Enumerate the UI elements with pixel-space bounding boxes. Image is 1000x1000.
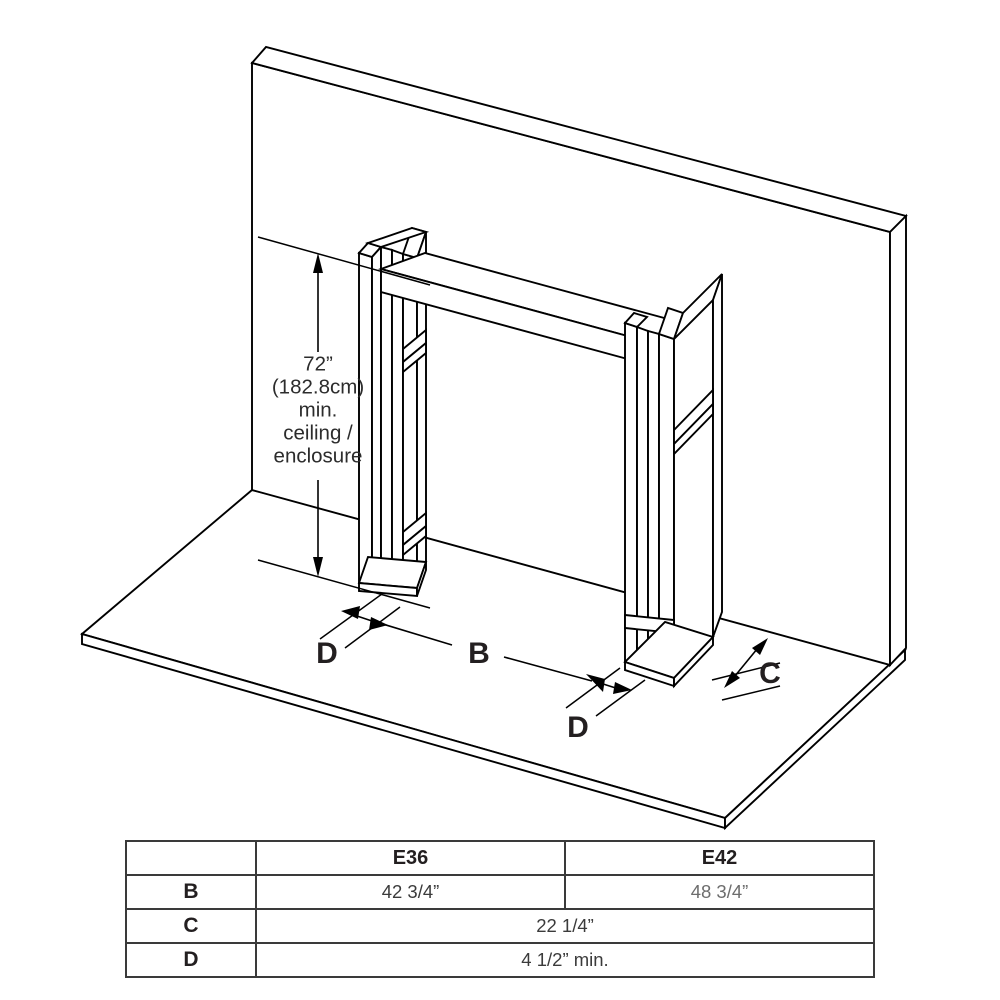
d-left-to-b-leader <box>375 621 453 646</box>
height-label-line5: enclosure <box>274 444 363 467</box>
dim-label-b: B <box>468 637 490 670</box>
cell-b-e36: 42 3/4” <box>255 874 566 910</box>
d-right-arrowhead-a <box>586 674 605 692</box>
dimension-c: C <box>711 638 781 701</box>
cell-d-value: 4 1/2” min. <box>255 942 875 978</box>
row-label-c: C <box>125 908 257 944</box>
floor-plane <box>80 488 907 831</box>
dimension-d-right: D <box>565 667 646 744</box>
column-header-e36: E36 <box>255 840 566 876</box>
d-left-arrowhead-a <box>341 606 360 619</box>
cell-b-e42: 48 3/4” <box>564 874 875 910</box>
column-header-e42: E42 <box>564 840 875 876</box>
height-lower-extension-line <box>257 559 431 609</box>
d-right-arrowhead-b <box>613 682 632 694</box>
left-inner-stud-a <box>380 245 393 582</box>
right-return-stud-side <box>712 273 723 638</box>
right-return-panel-face <box>673 297 714 681</box>
left-lower-block-face <box>402 523 427 558</box>
dimension-height-72: 72” (182.8cm) min. ceiling / enclosure <box>257 236 431 609</box>
dim-label-d-left: D <box>316 637 338 670</box>
right-mid-brace-face <box>673 401 714 457</box>
floor-edge-right <box>724 647 906 831</box>
c-extension-line-lower <box>721 685 781 701</box>
row-label-d: D <box>125 942 257 978</box>
height-label-line3: min. <box>299 398 338 421</box>
left-top-plate <box>364 227 430 248</box>
left-back-stud-side <box>371 244 382 590</box>
dim-label-c: C <box>759 657 781 690</box>
table-header-row: E36 E42 <box>125 840 875 876</box>
d-right-extension-line-1 <box>565 667 621 709</box>
d-right-dim-shaft <box>599 682 623 691</box>
height-upper-extension-line <box>257 236 431 286</box>
spec-table: E36 E42 B 42 3/4” 48 3/4” C 22 1/4” D 4 … <box>125 840 875 978</box>
c-arrowhead-lower <box>724 671 740 688</box>
table-row: B 42 3/4” 48 3/4” <box>125 874 875 910</box>
left-back-stud-front <box>358 251 373 589</box>
height-arrowhead-down <box>313 557 323 577</box>
table-row: D 4 1/2” min. <box>125 942 875 978</box>
left-framing-assembly <box>357 226 430 598</box>
c-extension-line-upper <box>711 662 781 681</box>
d-left-extension-line-1 <box>319 593 383 640</box>
left-inner-stud-b <box>391 248 404 586</box>
spec-table-container: E36 E42 B 42 3/4” 48 3/4” C 22 1/4” D 4 … <box>125 840 875 978</box>
height-arrowhead-up <box>313 253 323 273</box>
cell-c-value: 22 1/4” <box>255 908 875 944</box>
dimension-b: B <box>468 637 593 682</box>
table-row: C 22 1/4” <box>125 908 875 944</box>
right-base-plate-side <box>673 634 714 689</box>
left-base-plate-side <box>416 561 427 597</box>
c-arrowhead-upper <box>752 638 768 655</box>
d-right-extension-line-2 <box>595 679 646 717</box>
b-dim-shaft <box>503 656 593 682</box>
dimension-d-left: D <box>316 593 453 670</box>
dim-label-d-right: D <box>567 711 589 744</box>
right-framing-assembly <box>623 273 723 689</box>
row-label-b: B <box>125 874 257 910</box>
table-corner-cell <box>125 840 257 876</box>
wall-right-end-face <box>889 213 907 668</box>
height-label-line4: ceiling / <box>283 421 353 444</box>
height-label-line1: 72” <box>303 352 333 375</box>
left-upper-block-face <box>402 340 427 375</box>
right-back-stud-top <box>623 311 649 329</box>
height-label-line2: (182.8cm) <box>272 375 364 398</box>
